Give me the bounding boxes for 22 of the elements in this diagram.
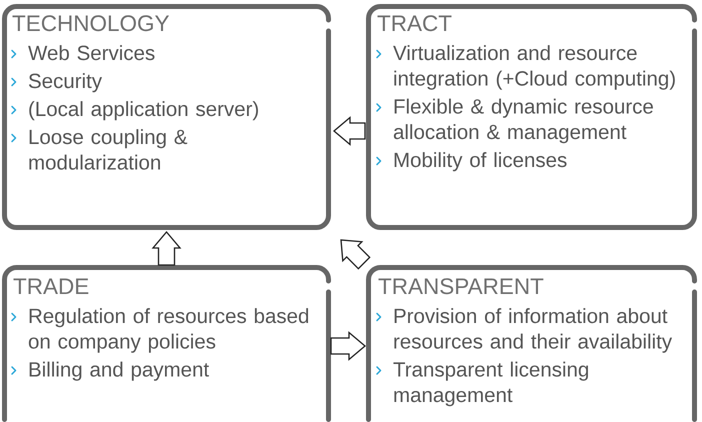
bullet-text: Flexible & dynamic resource allocation & management (394, 98, 653, 144)
bullet-text: Mobility of licenses (394, 152, 567, 172)
bullet-text: Virtualization and resource integration (+Cloud computing) (393, 45, 675, 90)
panel (366, 4, 697, 230)
bullet-text: Security (28, 73, 102, 92)
box-heading: TECHNOLOGY (12, 15, 170, 32)
bullet-text: Loose coupling & modularization (29, 129, 188, 170)
panel (2, 4, 331, 230)
panel (2, 265, 331, 422)
block-arrow (333, 116, 366, 146)
bullet-text: Regulation of resources based on company policies (28, 308, 308, 353)
bullet-text: Transparent licensing management (393, 362, 588, 406)
box-heading: TRANSPARENT (378, 278, 544, 294)
box-heading: TRADE (14, 278, 88, 294)
block-arrow (152, 230, 182, 266)
bullet-text: (Local application server) (29, 101, 258, 120)
bullet-text: Web Services (28, 45, 154, 60)
bullet-text: Provision of information about resources and their availability (394, 308, 672, 353)
bullet-text: Billing and payment (30, 362, 209, 381)
box-heading: TRACT (378, 15, 452, 32)
panel (366, 265, 697, 422)
block-arrow (330, 331, 366, 361)
